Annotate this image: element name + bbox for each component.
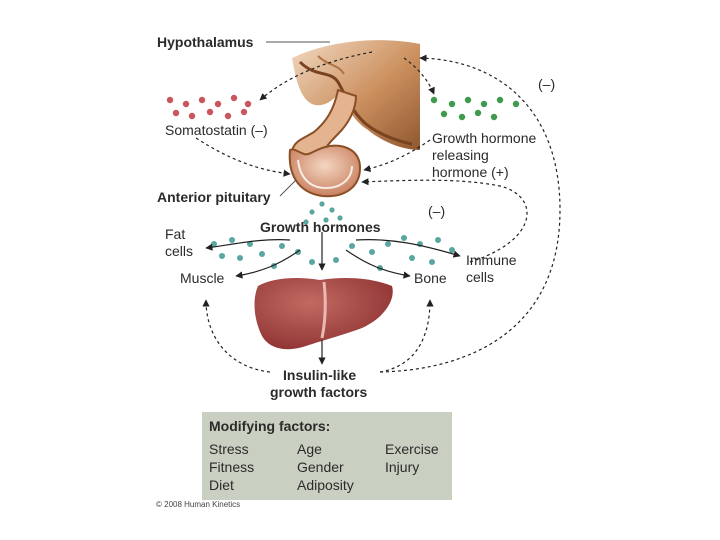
- factor-age: Age: [297, 441, 322, 457]
- ghrh-dots: [430, 96, 520, 121]
- ghrh-label-line1: Growth hormone: [432, 130, 537, 146]
- ghrh-label-line3: hormone (+): [432, 164, 509, 180]
- fat-cells-label-line2: cells: [165, 243, 194, 259]
- arrows: [195, 51, 561, 373]
- muscle-label: Muscle: [180, 270, 225, 286]
- factor-adiposity: Adiposity: [297, 477, 354, 493]
- fat-cells-label-line1: Fat: [165, 226, 186, 242]
- immune-cells-label-line2: cells: [466, 269, 495, 285]
- growth-hormone-dots: [211, 201, 455, 271]
- immune-cells-label-line1: Immune: [466, 252, 517, 268]
- somatostatin-dots: [166, 94, 252, 120]
- anterior-pituitary-label: Anterior pituitary: [157, 189, 271, 205]
- factor-fitness: Fitness: [209, 459, 255, 475]
- factor-injury: Injury: [385, 459, 420, 475]
- hypothalamus-label: Hypothalamus: [157, 34, 254, 50]
- hypothalamus-shape: [290, 40, 420, 161]
- anterior-pituitary-shape: [288, 144, 362, 198]
- factor-gender: Gender: [297, 459, 344, 475]
- factor-stress: Stress: [209, 441, 249, 457]
- factor-exercise: Exercise: [385, 441, 439, 457]
- modifying-factors-title: Modifying factors:: [209, 418, 331, 434]
- igf-label-line1: Insulin-like: [283, 367, 357, 383]
- growth-hormones-label: Growth hormones: [260, 219, 381, 235]
- somatostatin-label: Somatostatin (–): [165, 122, 268, 138]
- copyright-credit: © 2008 Human Kinetics: [156, 500, 241, 509]
- negative-feedback-inner-label: (–): [428, 203, 446, 219]
- bone-label: Bone: [414, 270, 447, 286]
- modifying-factors-box: Modifying factors: Stress Fitness Diet A…: [202, 412, 452, 500]
- ghrh-label-line2: releasing: [432, 147, 489, 163]
- igf-label-line2: growth factors: [270, 384, 368, 400]
- negative-feedback-outer-label: (–): [538, 76, 556, 92]
- liver-shape: [254, 278, 393, 350]
- factor-diet: Diet: [209, 477, 234, 493]
